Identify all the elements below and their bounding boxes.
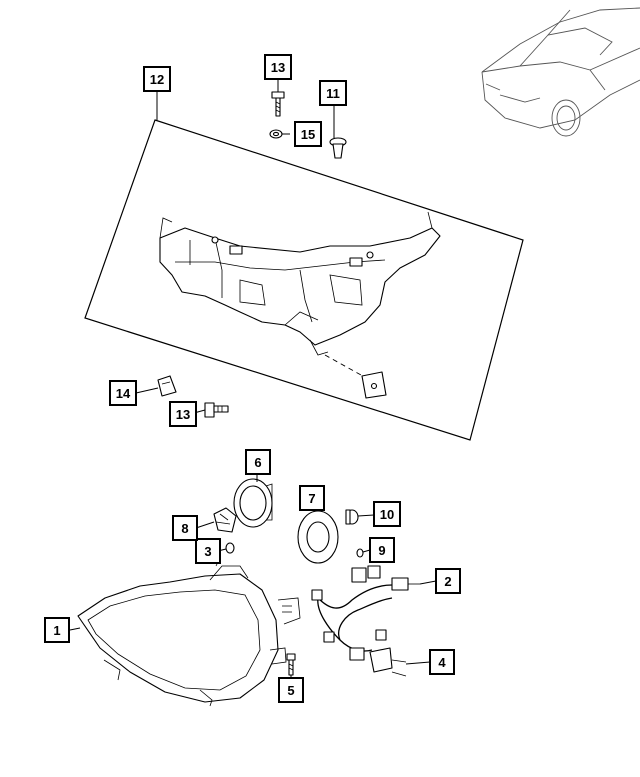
callout-label: 3 — [204, 544, 211, 559]
screw-5 — [286, 653, 296, 676]
callout-4: 4 — [429, 649, 455, 675]
bulb-3 — [225, 542, 235, 554]
push-pin-11 — [329, 137, 347, 159]
bolt-13-mid — [204, 402, 229, 418]
leader-lines — [69, 79, 437, 678]
callout-13-top: 13 — [264, 54, 292, 80]
seal-ring-6 — [233, 478, 273, 528]
callout-label: 2 — [444, 574, 451, 589]
callout-label: 5 — [287, 683, 294, 698]
callout-label: 13 — [271, 60, 285, 75]
callout-11: 11 — [319, 80, 347, 106]
callout-14: 14 — [109, 380, 137, 406]
bracket-clip — [361, 371, 387, 399]
callout-label: 4 — [438, 655, 446, 670]
headlamp-mounting-bracket — [159, 211, 441, 356]
callout-label: 9 — [378, 543, 385, 558]
callout-label: 10 — [380, 507, 394, 522]
nut-15 — [269, 129, 283, 139]
callout-label: 14 — [116, 386, 131, 401]
callout-label: 11 — [326, 86, 340, 101]
callout-label: 13 — [176, 407, 190, 422]
vehicle-reference-icon — [481, 7, 640, 137]
callout-6: 6 — [245, 449, 271, 475]
callout-7: 7 — [299, 485, 325, 511]
callout-15: 15 — [294, 121, 322, 147]
callout-12: 12 — [143, 66, 171, 92]
callout-5: 5 — [278, 677, 304, 703]
callout-label: 15 — [301, 127, 315, 142]
clip-14 — [157, 375, 177, 397]
callout-label: 12 — [150, 72, 164, 87]
bolt-13-top — [271, 91, 285, 117]
bulb-9 — [356, 548, 364, 558]
callout-label: 8 — [181, 521, 188, 536]
callout-label: 7 — [308, 491, 315, 506]
bulb-socket-8 — [213, 507, 237, 533]
headlamp-assembly — [77, 557, 301, 707]
callout-label: 1 — [53, 623, 60, 638]
callout-9: 9 — [369, 537, 395, 563]
callout-13-mid: 13 — [169, 401, 197, 427]
callout-3: 3 — [195, 538, 221, 564]
bulb-10 — [345, 509, 359, 525]
callout-1: 1 — [44, 617, 70, 643]
wiring-harness — [311, 565, 420, 677]
callout-label: 6 — [254, 455, 261, 470]
callout-8: 8 — [172, 515, 198, 541]
callout-10: 10 — [373, 501, 401, 527]
bracket-frame — [84, 119, 524, 441]
callout-2: 2 — [435, 568, 461, 594]
seal-ring-7 — [297, 510, 339, 564]
